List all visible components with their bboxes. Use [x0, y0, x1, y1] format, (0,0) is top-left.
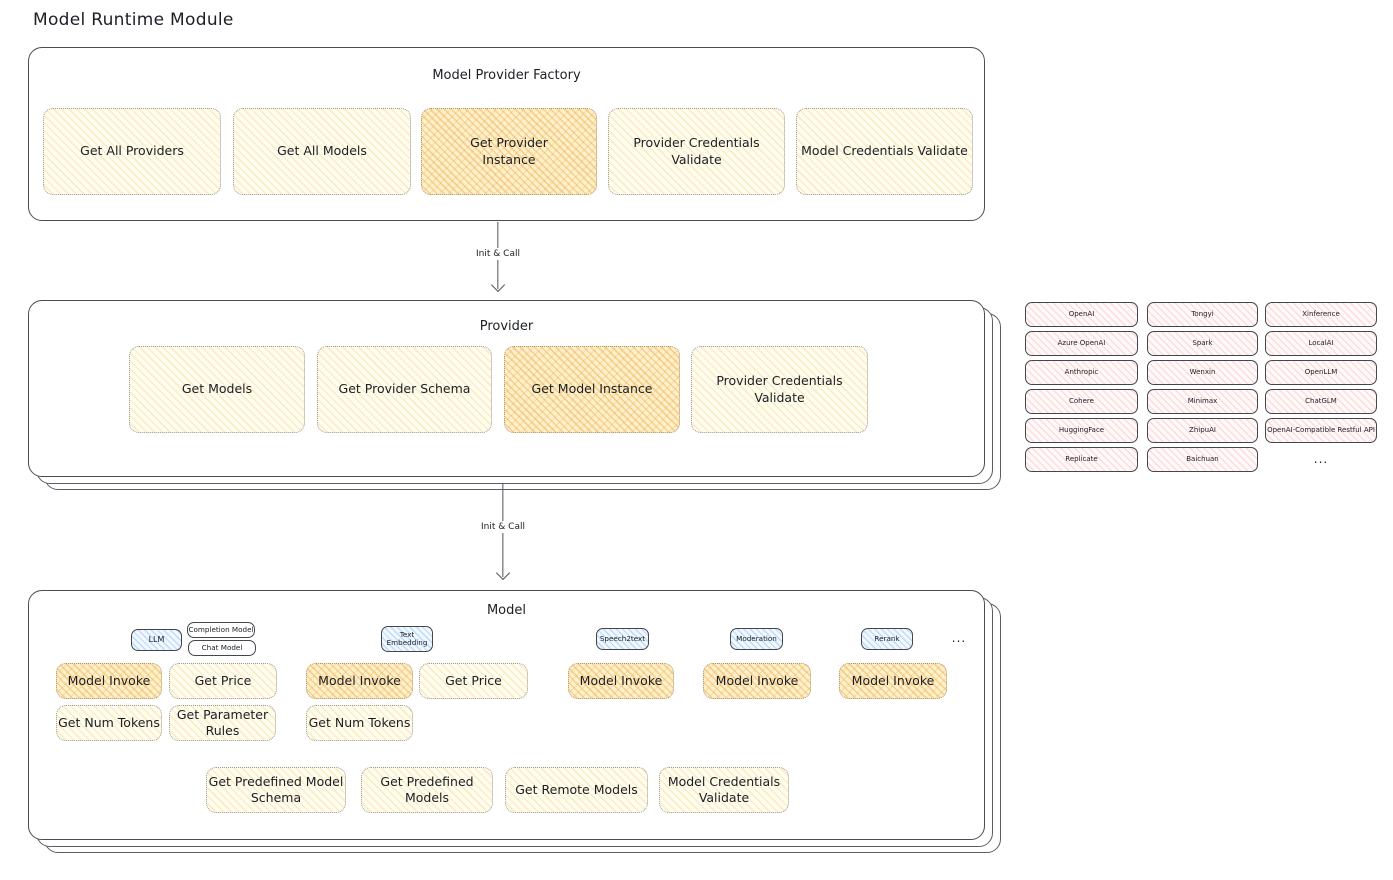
arrow-label: Init & Call — [477, 521, 529, 533]
node-model-invoke-embedding: Model Invoke — [306, 663, 413, 699]
provider-title: Provider — [479, 319, 534, 334]
provider-item-wenxin: Wenxin — [1147, 360, 1258, 385]
provider-item-openllm: OpenLLM — [1265, 360, 1377, 385]
type-chip-llm: LLM — [131, 629, 182, 651]
factory-panel: Model Provider Factory Get All Providers… — [28, 47, 985, 221]
type-chip-speech2text: Speech2text — [596, 628, 649, 650]
node-get-all-models: Get All Models — [233, 108, 411, 195]
arrow-init-call-2: Init & Call — [477, 483, 529, 581]
provider-item-baichuan: Baichuan — [1147, 447, 1258, 472]
provider-item-azure-openai: Azure OpenAI — [1025, 331, 1138, 356]
node-get-models: Get Models — [129, 346, 305, 433]
node-provider-credentials-validate: Provider Credentials Validate — [608, 108, 785, 195]
providers-more-ellipsis: ... — [1313, 451, 1329, 466]
node-get-num-tokens-llm: Get Num Tokens — [56, 705, 162, 741]
provider-item-anthropic: Anthropic — [1025, 360, 1138, 385]
model-title: Model — [486, 603, 527, 618]
provider-item-spark: Spark — [1147, 331, 1258, 356]
node-get-price-llm: Get Price — [169, 663, 277, 699]
type-chip-moderation: Moderation — [730, 628, 783, 650]
node-get-remote-models: Get Remote Models — [505, 767, 648, 813]
node-get-predefined-models: Get Predefined Models — [361, 767, 493, 813]
arrow-head-icon — [490, 277, 506, 293]
provider-item-localai: LocalAI — [1265, 331, 1377, 356]
arrow-init-call-1: Init & Call — [472, 222, 524, 293]
node-model-credentials-validate-2: Model Credentials Validate — [659, 767, 789, 813]
provider-item-openai: OpenAI — [1025, 302, 1138, 327]
provider-item-xinference: Xinference — [1265, 302, 1377, 327]
node-get-provider-instance: Get Provider Instance — [421, 108, 597, 195]
node-get-price-embedding: Get Price — [419, 663, 528, 699]
type-chip-completion-model: Completion Model — [187, 622, 255, 638]
factory-panel-frame: Model Provider Factory Get All Providers… — [28, 47, 985, 221]
model-panel-frame: Model LLM Completion Model Chat Model Te… — [28, 590, 985, 840]
node-get-parameter-rules: Get Parameter Rules — [169, 705, 276, 741]
diagram-title: Model Runtime Module — [33, 10, 234, 30]
type-chip-text-embedding: Text Embedding — [381, 626, 433, 652]
node-get-all-providers: Get All Providers — [43, 108, 221, 195]
type-chip-rerank: Rerank — [861, 628, 913, 650]
provider-item-minimax: Minimax — [1147, 389, 1258, 414]
node-model-invoke-rerank: Model Invoke — [839, 663, 947, 699]
node-model-invoke-speech2text: Model Invoke — [568, 663, 674, 699]
provider-item-cohere: Cohere — [1025, 389, 1138, 414]
node-model-invoke-llm: Model Invoke — [56, 663, 162, 699]
node-provider-credentials-validate-2: Provider Credentials Validate — [691, 346, 868, 433]
provider-item-tongyi: Tongyi — [1147, 302, 1258, 327]
arrow-label: Init & Call — [472, 248, 524, 260]
node-model-invoke-moderation: Model Invoke — [703, 663, 811, 699]
node-get-model-instance: Get Model Instance — [504, 346, 680, 433]
factory-title: Model Provider Factory — [432, 68, 581, 83]
provider-item-zhipuai: ZhipuAI — [1147, 418, 1258, 443]
provider-panel: Provider Get Models Get Provider Schema … — [28, 300, 1001, 490]
provider-item-huggingface: HuggingFace — [1025, 418, 1138, 443]
model-panel: Model LLM Completion Model Chat Model Te… — [28, 590, 1001, 853]
model-types-more-ellipsis: ... — [951, 631, 967, 646]
type-chip-chat-model: Chat Model — [188, 640, 256, 656]
provider-item-openai-compatible: OpenAI-Compatible Restful API — [1265, 418, 1377, 443]
node-model-credentials-validate: Model Credentials Validate — [796, 108, 973, 195]
provider-item-chatglm: ChatGLM — [1265, 389, 1377, 414]
node-get-provider-schema: Get Provider Schema — [317, 346, 492, 433]
arrow-head-icon — [495, 565, 511, 581]
node-get-num-tokens-embedding: Get Num Tokens — [306, 705, 413, 741]
provider-panel-frame: Provider Get Models Get Provider Schema … — [28, 300, 985, 477]
node-get-predefined-model-schema: Get Predefined Model Schema — [206, 767, 346, 813]
provider-item-replicate: Replicate — [1025, 447, 1138, 472]
